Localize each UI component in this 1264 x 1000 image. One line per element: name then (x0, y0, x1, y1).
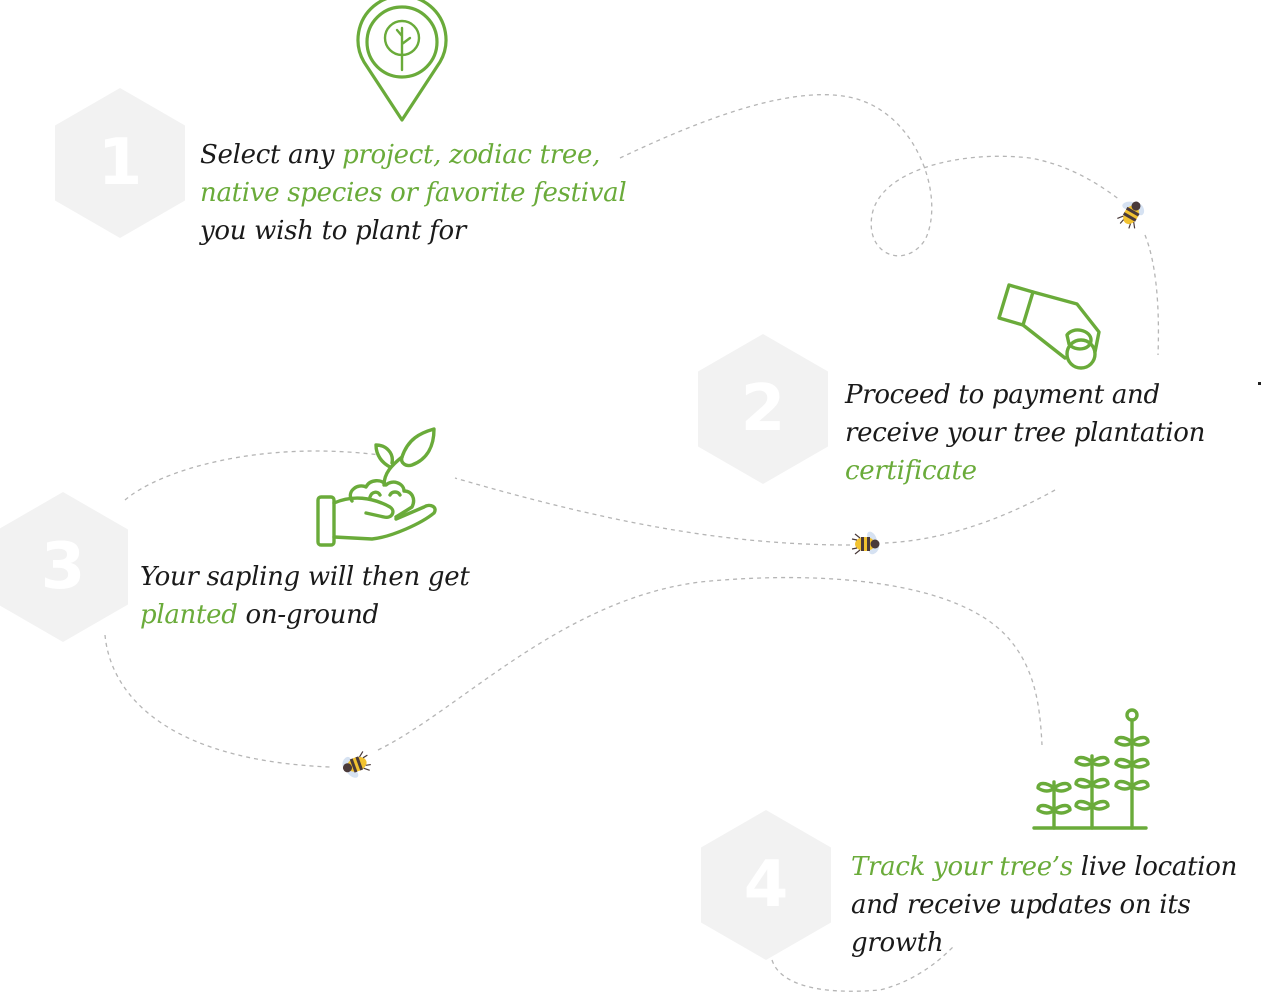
growing-plants-icon (1032, 708, 1150, 830)
hand-coin-payment-icon (997, 283, 1101, 370)
step-2-hexagon: 2 (698, 334, 828, 484)
step-3-hexagon: 3 (0, 492, 128, 642)
step-3-highlight: planted (140, 600, 238, 630)
bee-icon (342, 751, 371, 778)
path-step3-to-bee3 (104, 634, 331, 768)
step-1-text: Select any project, zodiac tree, native … (200, 136, 627, 250)
bee-icon (851, 531, 880, 555)
path-step4-tail (771, 944, 956, 992)
path-bee2-to-step3 (454, 477, 851, 546)
step-4-text-line3: growth (851, 928, 944, 958)
location-pin-tree-icon (356, 0, 448, 122)
step-3-text-line1: Your sapling will then get (140, 562, 470, 592)
path-bee3-to-step4 (377, 576, 1043, 751)
path-bee1-to-step2 (1144, 234, 1160, 356)
step-4-number: 4 (743, 848, 789, 922)
step-1-text-line3: you wish to plant for (200, 216, 466, 246)
step-1-text-part: Select any (200, 140, 343, 170)
step-4-hexagon: 4 (701, 810, 831, 960)
step-3-number: 3 (40, 530, 86, 604)
step-2-highlight: certificate (845, 456, 977, 486)
step-3-text: Your sapling will then get planted on-gr… (140, 558, 470, 634)
step-2-text-line2: receive your tree plantation (845, 418, 1206, 448)
path-step2-to-bee2 (884, 489, 1056, 544)
step-3-text-part: on-ground (237, 600, 380, 630)
bee-icon (1117, 201, 1145, 229)
step-4-text: Track your tree’s live location and rece… (851, 848, 1237, 962)
hand-sapling-icon (316, 427, 437, 547)
step-1-highlight-line2: native species or favorite festival (200, 178, 627, 208)
step-2-text: Proceed to payment and receive your tree… (845, 376, 1205, 490)
path-step1-to-bee1 (619, 94, 1121, 257)
step-1-hexagon: 1 (55, 88, 185, 238)
step-1-highlight: project, zodiac tree, (342, 140, 601, 170)
path-step3-arc (124, 450, 381, 501)
step-1-number: 1 (97, 126, 143, 200)
step-4-highlight: Track your tree’s (851, 852, 1073, 882)
step-4-text-part: live location (1072, 852, 1238, 882)
step-4-text-line2: and receive updates on its (851, 890, 1191, 920)
stray-mark (1258, 382, 1261, 385)
step-2-text-line1: Proceed to payment and (845, 380, 1160, 410)
step-2-number: 2 (740, 372, 786, 446)
